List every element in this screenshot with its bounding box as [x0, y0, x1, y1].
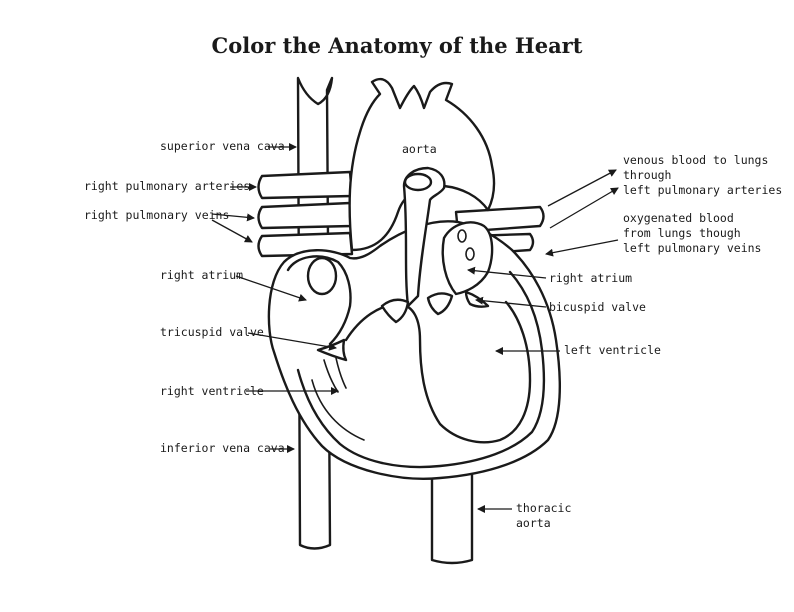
label-tricuspid-valve: tricuspid valve	[160, 325, 264, 339]
label-inferior-vena-cava: inferior vena cava	[160, 441, 285, 455]
label-oxygenated-blood-line1: oxygenated blood	[623, 211, 734, 225]
heart-drawing	[257, 76, 561, 565]
label-aorta: aorta	[402, 142, 437, 156]
label-right-pulmonary-veins: right pulmonary veins	[84, 208, 229, 222]
label-left-ventricle: left ventricle	[564, 343, 661, 357]
pulmonary-vein-opening-1	[457, 229, 467, 243]
label-right-ventricle: right ventricle	[160, 384, 264, 398]
label-venous-blood-line3: left pulmonary arteries	[623, 183, 782, 197]
arrow-tricuspid-valve	[247, 332, 337, 351]
right-ventricle-wall	[311, 379, 365, 441]
label-bicuspid-valve: bicuspid valve	[549, 300, 646, 314]
page-title: Color the Anatomy of the Heart	[212, 33, 583, 58]
arrow-oxygenated-blood	[545, 239, 619, 257]
label-thoracic-line1: thoracic	[516, 501, 571, 515]
label-right-atrium-left: right atrium	[160, 268, 243, 282]
label-right-pulmonary-arteries: right pulmonary arteries	[84, 179, 250, 193]
right-atrium-opening	[306, 256, 338, 296]
label-thoracic-line2: aorta	[516, 516, 551, 530]
arrow-right-atrium-right	[467, 266, 547, 279]
arrow-venous-blood-1	[547, 169, 617, 207]
arrow-venous-blood-2	[549, 187, 619, 229]
right-pulmonary-artery-shape	[257, 170, 354, 200]
label-venous-blood-line1: venous blood to lungs	[623, 153, 768, 167]
thoracic-aorta-shape	[430, 468, 474, 565]
right-labels: aorta venous blood to lungs through left…	[402, 142, 782, 530]
pulmonary-opening	[403, 172, 433, 192]
arrow-right-atrium-left	[235, 275, 307, 302]
right-atrium-shape	[286, 255, 352, 346]
pulmonary-trunk-shape	[402, 166, 446, 308]
right-pulmonary-vein-upper-shape	[257, 201, 354, 230]
label-venous-blood-line2: through	[623, 168, 671, 182]
left-labels: superior vena cava right pulmonary arter…	[84, 139, 339, 455]
pulmonary-vein-opening-2	[465, 247, 475, 261]
heart-inner-wall	[296, 270, 546, 469]
arrow-right-pulmonary-veins-1	[211, 213, 255, 222]
label-superior-vena-cava: superior vena cava	[160, 139, 285, 153]
pulmonary-valve-shape	[380, 298, 410, 324]
label-right-atrium-right: right atrium	[549, 271, 632, 285]
label-oxygenated-blood-line3: left pulmonary veins	[623, 241, 761, 255]
heart-outline	[267, 220, 561, 480]
arrow-bicuspid-valve	[475, 296, 547, 308]
label-oxygenated-blood-line2: from lungs though	[623, 226, 741, 240]
aortic-valve-shape	[426, 292, 454, 316]
arrow-right-pulmonary-veins-2	[211, 219, 253, 243]
